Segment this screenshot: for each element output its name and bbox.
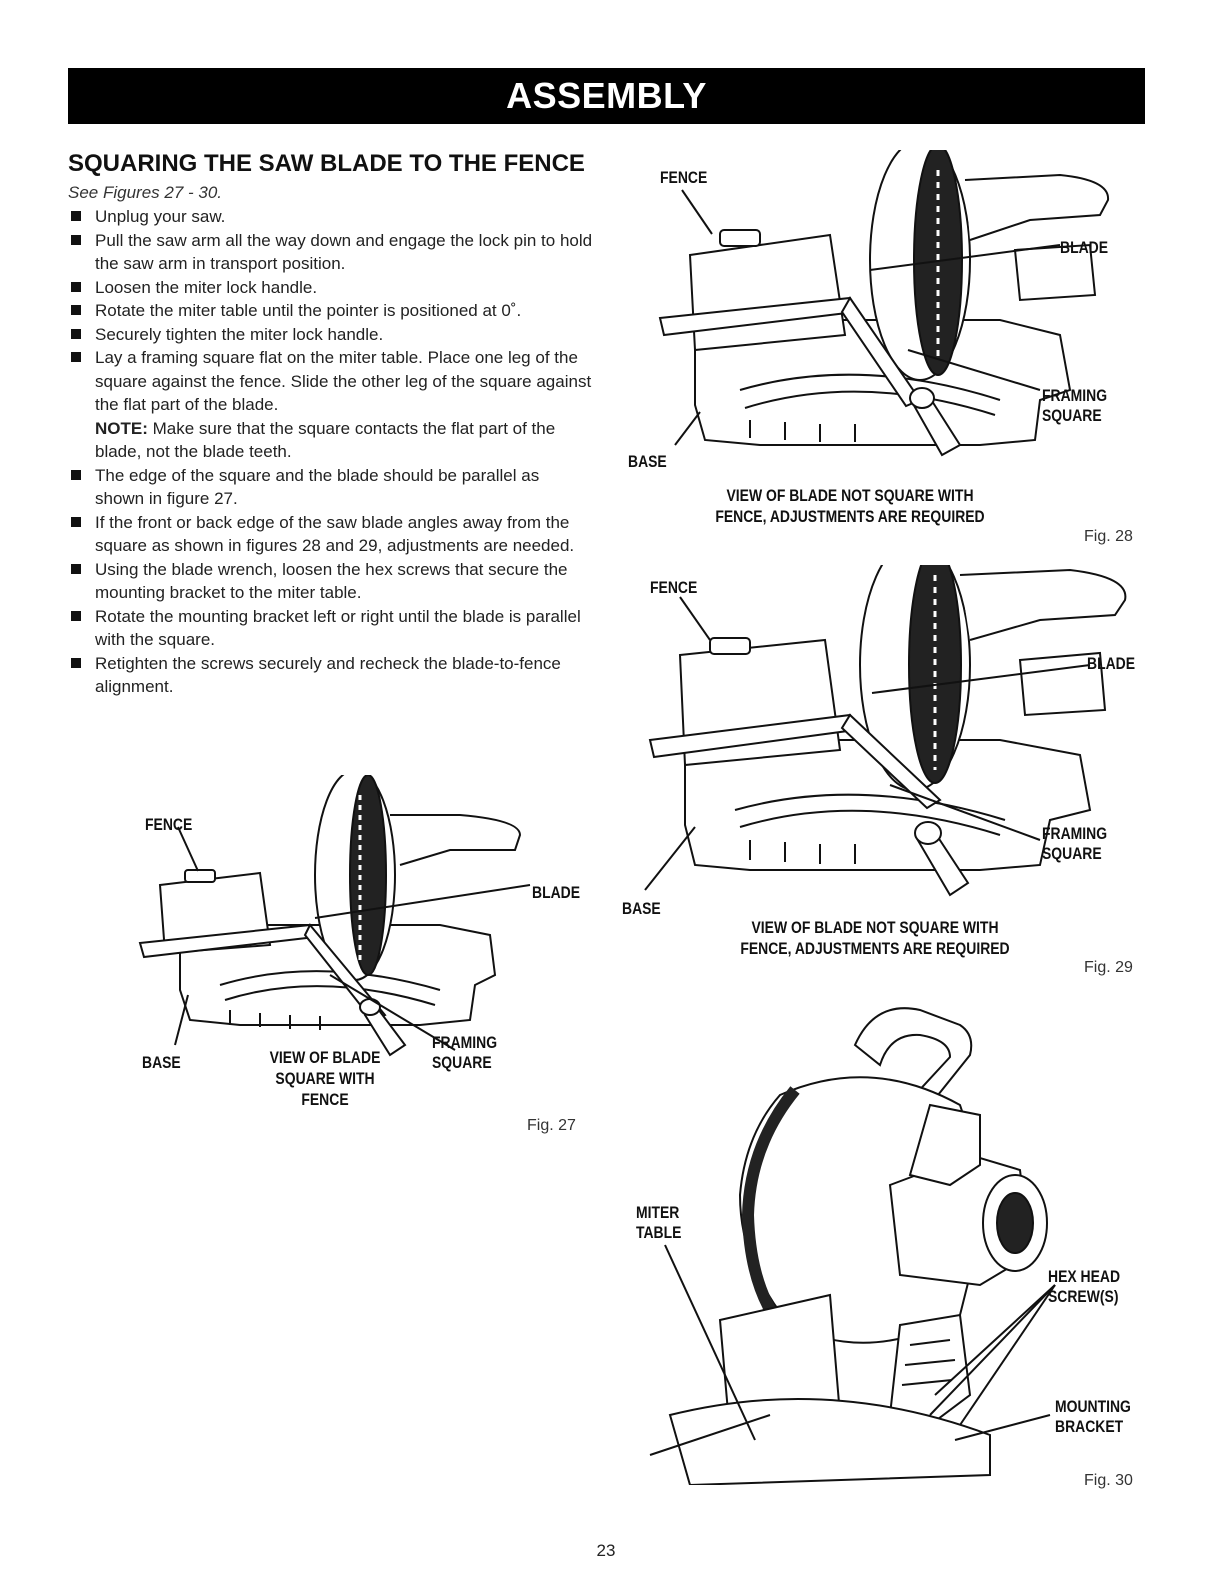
figure-29: FENCE BLADE FRAMING SQUARE BASE VIEW OF … bbox=[610, 565, 1150, 985]
miter-saw-not-square-illustration bbox=[658, 150, 1110, 457]
miter-table-label: MITER TABLE bbox=[636, 1203, 682, 1242]
miter-saw-square-illustration bbox=[138, 775, 531, 1057]
miter-saw-mounting-bracket-illustration bbox=[649, 1007, 1056, 1485]
figure-number: Fig. 27 bbox=[527, 1117, 576, 1134]
blade-label: BLADE bbox=[1060, 238, 1109, 257]
step-item: Loosen the miter lock handle. bbox=[68, 276, 593, 300]
fence-label: FENCE bbox=[650, 578, 698, 597]
figure-30: MITER TABLE HEX HEAD SCREW(S) MOUNTING B… bbox=[630, 995, 1150, 1500]
figure-28: FENCE BLADE FRAMING SQUARE BASE VIEW OF … bbox=[620, 150, 1150, 555]
step-item: Securely tighten the miter lock handle. bbox=[68, 323, 593, 347]
section-banner: ASSEMBLY bbox=[68, 68, 1145, 124]
framing-square-label: FRAMING SQUARE bbox=[1042, 824, 1108, 863]
step-item: Retighten the screws securely and rechec… bbox=[68, 652, 593, 699]
note: NOTE: Make sure that the square contacts… bbox=[68, 417, 593, 464]
fence-label: FENCE bbox=[145, 815, 193, 834]
figure-number: Fig. 28 bbox=[1084, 528, 1133, 545]
framing-square-label: FRAMING SQUARE bbox=[432, 1033, 498, 1072]
figure-reference: See Figures 27 - 30. bbox=[68, 183, 223, 202]
step-item: Unplug your saw. bbox=[68, 205, 593, 229]
section-title: SQUARING THE SAW BLADE TO THE FENCE bbox=[68, 150, 585, 177]
figure-caption: VIEW OF BLADE NOT SQUARE WITH FENCE, ADJ… bbox=[715, 486, 985, 526]
step-list: Unplug your saw. Pull the saw arm all th… bbox=[68, 205, 593, 699]
base-label: BASE bbox=[628, 452, 667, 471]
step-item: Rotate the mounting bracket left or righ… bbox=[68, 605, 593, 652]
base-label: BASE bbox=[622, 899, 661, 918]
step-item: Using the blade wrench, loosen the hex s… bbox=[68, 558, 593, 605]
step-item: Pull the saw arm all the way down and en… bbox=[68, 229, 593, 276]
page-number: 23 bbox=[596, 1541, 616, 1560]
blade-label: BLADE bbox=[1087, 654, 1136, 673]
step-item: The edge of the square and the blade sho… bbox=[68, 464, 593, 511]
framing-square-label: FRAMING SQUARE bbox=[1042, 386, 1108, 425]
miter-saw-not-square-illustration bbox=[644, 565, 1127, 897]
step-item: Lay a framing square flat on the miter t… bbox=[68, 346, 593, 417]
figure-number: Fig. 30 bbox=[1084, 1472, 1133, 1489]
step-item: Rotate the miter table until the pointer… bbox=[68, 299, 593, 323]
step-item: If the front or back edge of the saw bla… bbox=[68, 511, 593, 558]
figure-caption: VIEW OF BLADE NOT SQUARE WITH FENCE, ADJ… bbox=[740, 918, 1010, 958]
note-text: Make sure that the square contacts the f… bbox=[95, 418, 556, 462]
note-label: NOTE: bbox=[95, 418, 148, 438]
figure-number: Fig. 29 bbox=[1084, 959, 1133, 976]
mounting-bracket-label: MOUNTING BRACKET bbox=[1055, 1397, 1131, 1436]
hex-head-screw-label: HEX HEAD SCREW(S) bbox=[1048, 1267, 1121, 1306]
figure-caption: VIEW OF BLADE SQUARE WITH FENCE bbox=[269, 1048, 381, 1109]
blade-label: BLADE bbox=[532, 883, 581, 902]
base-label: BASE bbox=[142, 1053, 181, 1072]
fence-label: FENCE bbox=[660, 168, 708, 187]
figure-27: FENCE BLADE FRAMING SQUARE BASE VIEW OF … bbox=[120, 775, 600, 1145]
